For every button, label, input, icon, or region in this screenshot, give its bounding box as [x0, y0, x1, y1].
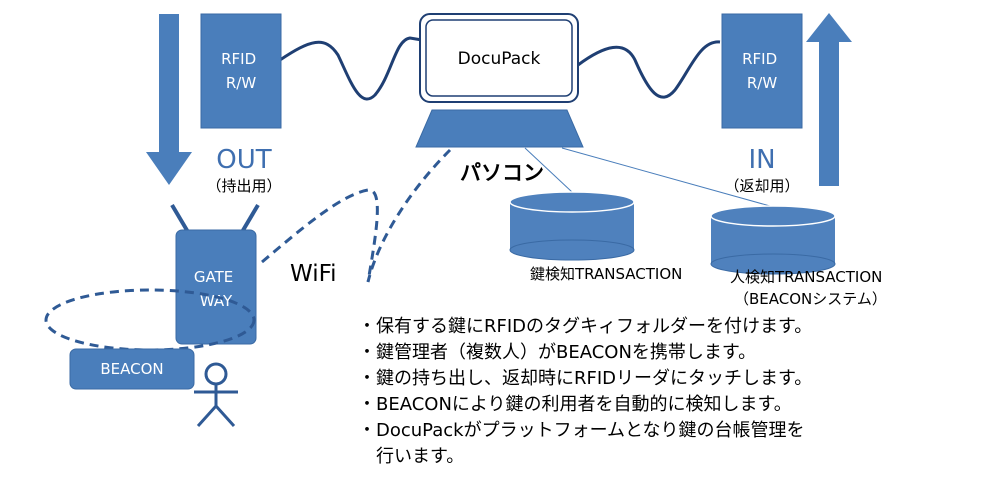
pc-label: パソコン: [460, 161, 544, 185]
wifi-link: [261, 148, 452, 283]
rfid-out-label-line1: RFID: [221, 50, 256, 68]
person-transaction-db: [710, 205, 836, 275]
rfid-in-label-line1: RFID: [742, 50, 777, 68]
cable-out-to-pc: [279, 36, 423, 101]
rfid-in-label: RFID R/W: [742, 50, 782, 92]
person-transaction-sublabel: （BEACONシステム）: [734, 290, 887, 308]
gateway-box: [175, 229, 257, 345]
link-pc-key-db: [524, 147, 573, 193]
in-label: IN: [748, 145, 775, 175]
person-icon: [194, 362, 238, 428]
bullet-item: ・保有する鍵にRFIDのタグキィフォルダーを付けます。: [358, 316, 813, 337]
gateway-label-line1: GATE: [194, 268, 233, 286]
wifi-label: WiFi: [290, 261, 337, 287]
person-transaction-label: 人検知TRANSACTION: [730, 268, 882, 286]
docupack-label: DocuPack: [458, 49, 541, 69]
bullet-item-continuation: 行います。: [376, 446, 465, 467]
link-pc-person-db: [561, 147, 771, 207]
in-sublabel: （返却用）: [724, 177, 799, 195]
rfid-out-reader: [200, 13, 282, 129]
beacon-box: [69, 348, 195, 390]
beacon-label: BEACON: [100, 360, 163, 378]
bullet-item: ・DocuPackがプラットフォームとなり鍵の台帳管理を: [358, 420, 805, 441]
bullet-item: ・鍵の持ち出し、返却時にRFIDリーダにタッチします。: [358, 368, 813, 389]
gateway-antenna-left: [170, 203, 190, 234]
key-transaction-db: [509, 191, 635, 261]
key-transaction-label: 鍵検知TRANSACTION: [530, 265, 682, 283]
rfid-in-label-line2: R/W: [747, 74, 777, 92]
pc-keyboard: [415, 109, 584, 148]
out-arrow: [146, 14, 192, 185]
rfid-out-label-line2: R/W: [226, 74, 256, 92]
bullet-item: ・鍵管理者（複数人）がBEACONを携帯します。: [358, 342, 757, 363]
out-label: OUT: [216, 145, 271, 175]
rfid-out-label: RFID R/W: [221, 50, 261, 92]
gateway-antenna-right: [240, 203, 260, 234]
feature-list: ・保有する鍵にRFIDのタグキィフォルダーを付けます。 ・鍵管理者（複数人）がB…: [358, 314, 958, 470]
pc-monitor: [419, 13, 579, 103]
out-sublabel: （持出用）: [206, 177, 281, 195]
in-arrow: [806, 13, 852, 186]
bullet-item: ・BEACONにより鍵の利用者を自動的に検知します。: [358, 394, 792, 415]
rfid-in-reader: [721, 13, 803, 129]
cable-pc-to-in: [577, 40, 721, 99]
